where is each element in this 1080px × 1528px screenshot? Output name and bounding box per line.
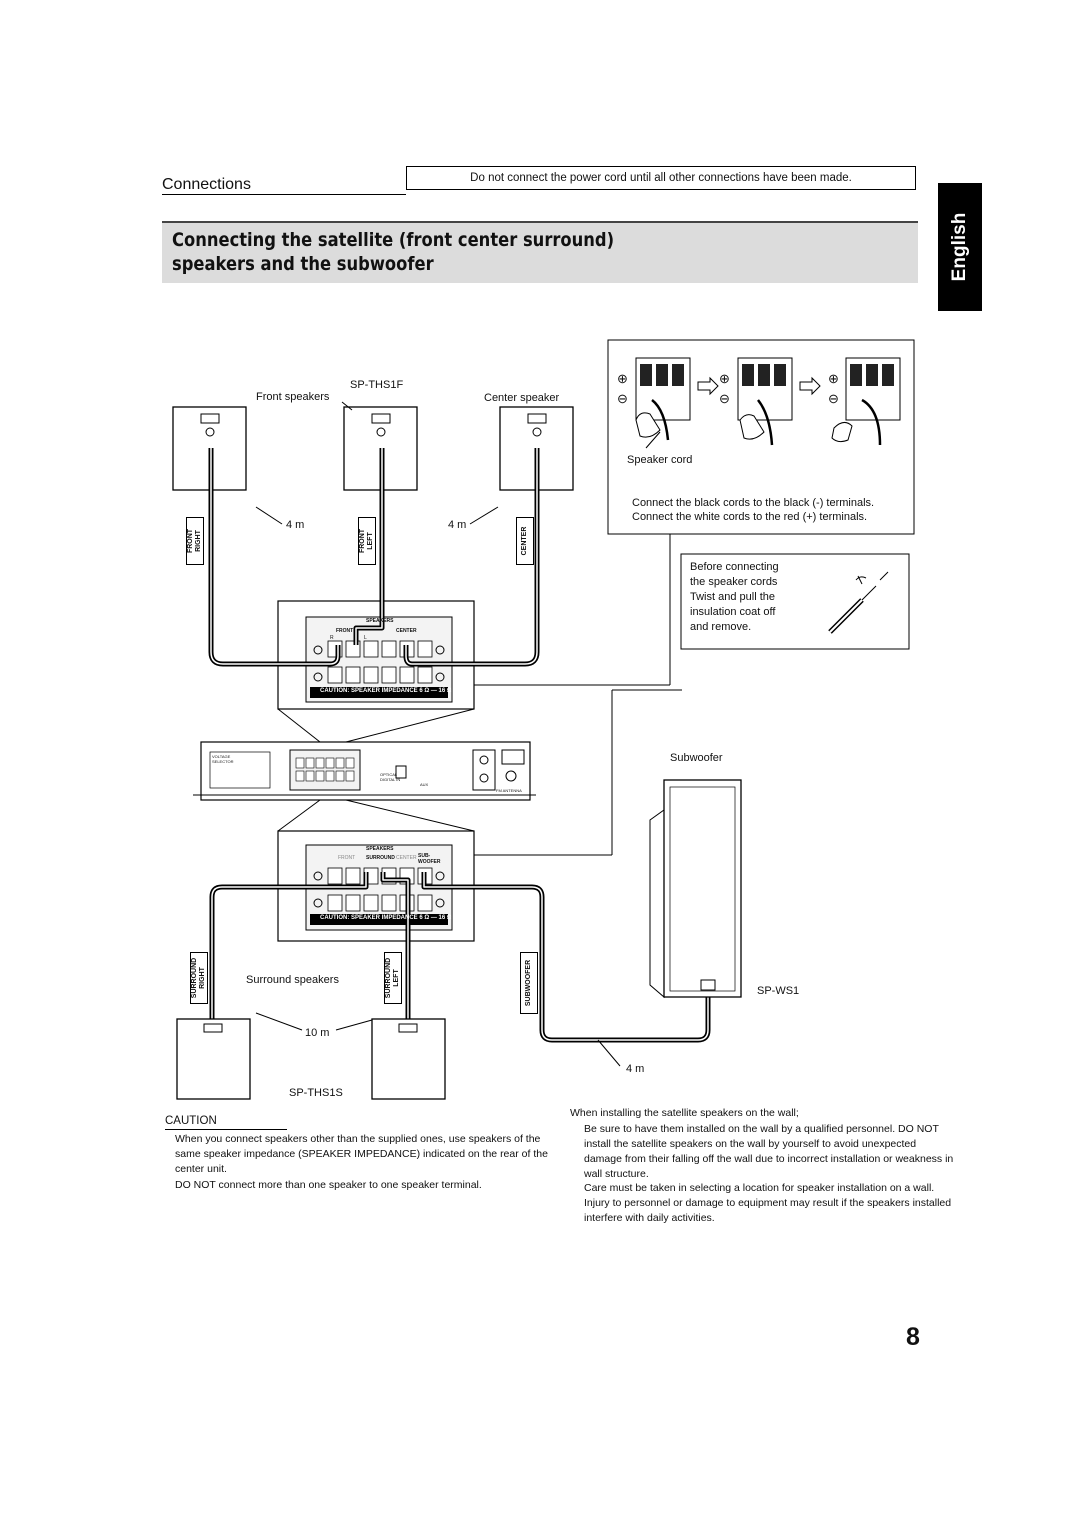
caution-paragraph-1: When you connect speakers other than the…: [175, 1133, 548, 1175]
plus-terminal-icon-1: ⊕: [617, 371, 628, 386]
subwoofer-label: Subwoofer: [670, 752, 723, 764]
prep-instructions: Before connecting the speaker cords Twis…: [690, 561, 779, 633]
heading-bar: [162, 221, 918, 283]
panel-top-caution: CAUTION: SPEAKER IMPEDANCE 6 Ω — 16 Ω: [320, 688, 452, 694]
terminal-note-white: Connect the white cords to the red (+) t…: [632, 511, 868, 523]
minus-terminal-icon-3: ⊖: [828, 391, 839, 406]
panel-top-l: L: [364, 635, 367, 641]
speaker-surround-left: [371, 1018, 446, 1100]
caution-rule: [165, 1129, 287, 1130]
heading-line-1: Connecting the satellite (front center s…: [172, 229, 615, 251]
wall-note-paragraph-1: Be sure to have them installed on the wa…: [584, 1123, 954, 1180]
subwoofer-cabinet: [649, 779, 742, 999]
tag-front-right: FRONT RIGHT: [186, 517, 204, 565]
power-cord-notice: Do not connect the power cord until all …: [406, 166, 916, 190]
surround-speakers-label: Surround speakers: [246, 974, 339, 986]
panel-bottom-center: CENTER: [396, 855, 417, 861]
center-unit: [193, 741, 536, 801]
cord-prep-box: [680, 553, 910, 650]
front-model-label: SP-THS1F: [350, 379, 404, 391]
panel-top-r: R: [330, 635, 334, 641]
language-tab: English: [938, 183, 982, 311]
terminal-illustration-box: [607, 339, 915, 535]
zoom-leaders: [277, 534, 682, 856]
unit-optical-label: OPTICAL DIGITAL IN: [380, 772, 401, 782]
unit-voltage-label: VOLTAGE SELECTOR: [212, 754, 234, 764]
plus-terminal-icon-2: ⊕: [719, 371, 730, 386]
panel-bottom-surround: SURROUND: [366, 855, 395, 861]
panel-bottom-title: SPEAKERS: [366, 846, 394, 852]
caution-paragraph-2: DO NOT connect more than one speaker to …: [175, 1179, 482, 1191]
page-heading: Connecting the satellite (front center s…: [172, 228, 614, 276]
panel-top-front: FRONT: [336, 628, 354, 634]
front-speakers-label: Front speakers: [256, 391, 330, 403]
heading-line-2: speakers and the subwoofer: [172, 253, 434, 275]
cord-leaders: [255, 506, 499, 525]
center-speaker-label: Center speaker: [484, 392, 560, 404]
speaker-surround-right: [176, 1018, 251, 1100]
tag-surround-right: SURROUND RIGHT: [190, 952, 208, 1004]
model-leader: [341, 401, 353, 411]
tag-center: CENTER: [516, 517, 534, 565]
tag-surround-left: SURROUND LEFT: [384, 952, 402, 1004]
wall-note-intro: When installing the satellite speakers o…: [570, 1107, 799, 1119]
tag-front-left: FRONT LEFT: [358, 517, 376, 565]
page-number: 8: [906, 1323, 920, 1351]
section-rule: [162, 194, 406, 195]
panel-top-title: SPEAKERS: [366, 618, 394, 624]
surround-model-label: SP-THS1S: [289, 1087, 343, 1099]
center-cord-length: 4 m: [448, 519, 467, 531]
speaker-cord-label: Speaker cord: [627, 454, 693, 466]
panel-top-center: CENTER: [396, 628, 417, 634]
sub-cord-length: 4 m: [626, 1063, 645, 1075]
terminal-note-black: Connect the black cords to the black (-)…: [632, 497, 875, 509]
wall-note-paragraph-2: Care must be taken in selecting a locati…: [584, 1182, 952, 1224]
panel-bottom-caution: CAUTION: SPEAKER IMPEDANCE 6 Ω — 16 Ω: [320, 915, 452, 921]
speaker-panel-top: [277, 600, 475, 710]
tag-subwoofer: SUBWOOFER: [520, 952, 538, 1014]
plus-terminal-icon-3: ⊕: [828, 371, 839, 386]
minus-terminal-icon-1: ⊖: [617, 391, 628, 406]
surround-cord-length: 10 m: [305, 1027, 330, 1039]
minus-terminal-icon-2: ⊖: [719, 391, 730, 406]
panel-bottom-sub: SUB- WOOFER: [418, 853, 441, 865]
sub-model-label: SP-WS1: [757, 985, 800, 997]
front-cord-length: 4 m: [286, 519, 305, 531]
panel-bottom-front: FRONT: [338, 855, 356, 861]
section-title: Connections: [162, 176, 251, 193]
caution-heading: CAUTION: [165, 1115, 217, 1127]
unit-antenna-label: FM ANTENNA: [496, 788, 522, 793]
unit-aux-label: AUX: [420, 782, 429, 787]
